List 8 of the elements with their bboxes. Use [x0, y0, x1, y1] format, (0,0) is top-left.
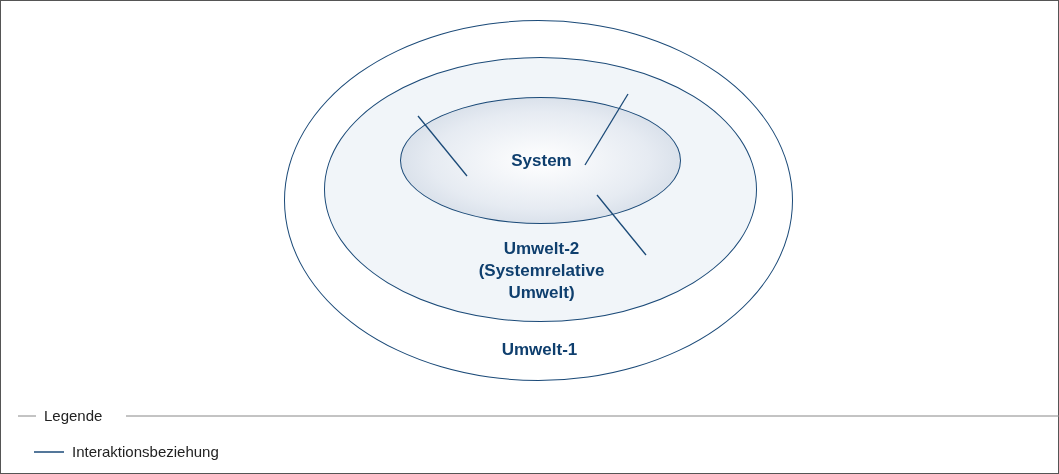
- legend-label: Interaktionsbeziehung: [72, 443, 219, 460]
- node-label: Umwelt-2 (Systemrelative Umwelt): [477, 238, 606, 304]
- interaction-line: [584, 93, 629, 166]
- node-label: Umwelt-1: [500, 339, 579, 361]
- interaction-line: [417, 115, 468, 177]
- node-label: System: [510, 150, 573, 172]
- legend-title: Legende: [44, 407, 103, 424]
- interaction-line: [596, 194, 647, 256]
